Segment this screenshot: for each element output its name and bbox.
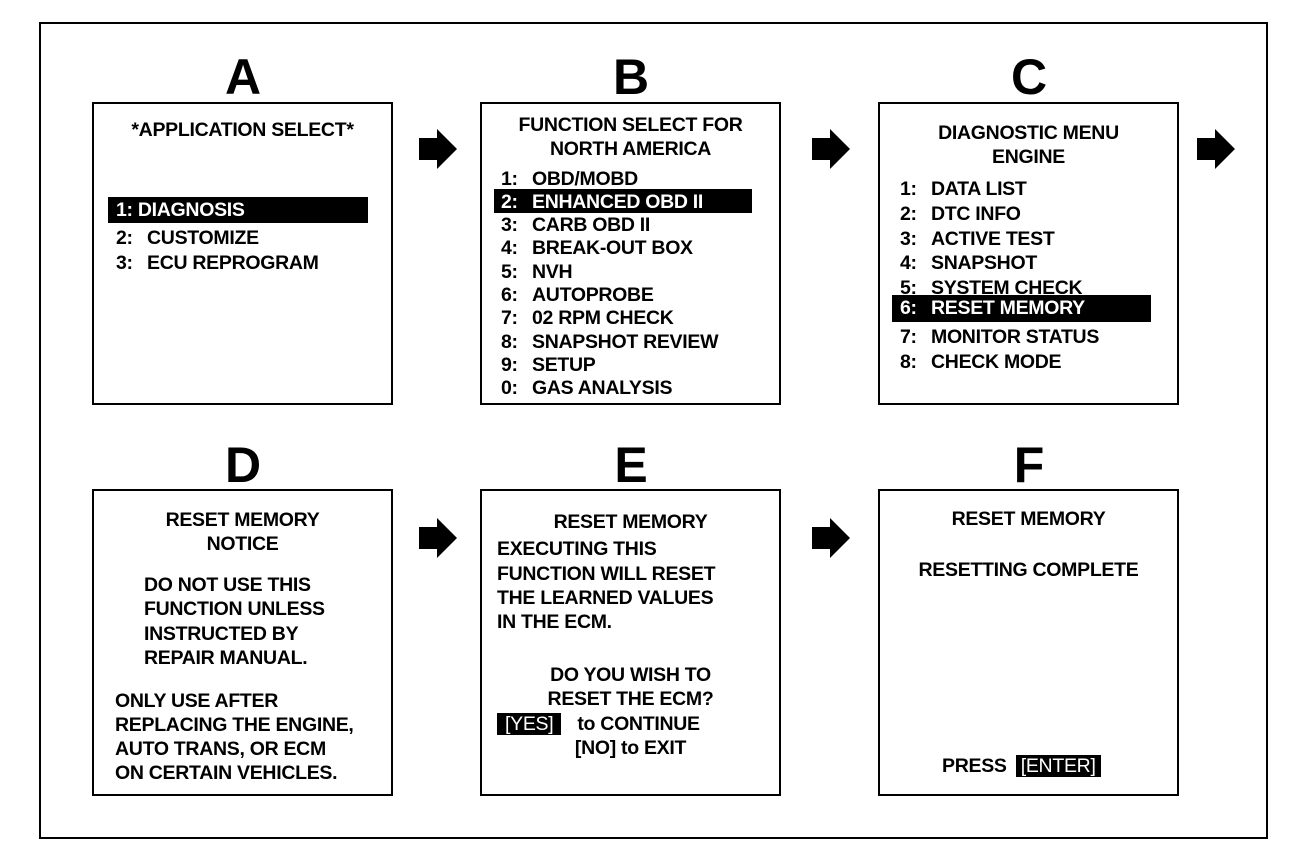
screen-application-select: *APPLICATION SELECT* 1: DIAGNOSIS 2:CUST… [92,102,393,405]
menu-item[interactable]: 6:AUTOPROBE [501,284,654,306]
question-line: RESET THE ECM? [547,688,714,710]
body-line: THE LEARNED VALUES [497,587,714,609]
screen-reset-confirm: RESET MEMORY EXECUTING THIS FUNCTION WIL… [480,489,781,796]
menu-item[interactable]: 4:BREAK-OUT BOX [501,237,693,259]
right-arrow-icon [812,518,850,558]
notice-line: FUNCTION UNLESS [144,598,325,620]
screen-title: RESET MEMORY [951,508,1106,530]
notice-line: DO NOT USE THIS [144,574,311,596]
note-line: ON CERTAIN VEHICLES. [115,762,338,784]
menu-item-selected[interactable]: 6:RESET MEMORY [900,297,1085,319]
menu-item-ecu-reprogram[interactable]: 3:ECU REPROGRAM [116,252,319,274]
note-line: ONLY USE AFTER [115,690,279,712]
menu-item[interactable]: 0:GAS ANALYSIS [501,377,673,399]
screen-title-line: NORTH AMERICA [549,138,712,160]
panel-letter-d: D [224,437,262,493]
panel-letter-c: C [1010,49,1048,105]
notice-line: REPAIR MANUAL. [144,647,308,669]
selection-highlight [892,295,1151,322]
menu-item-selected[interactable]: 2:ENHANCED OBD II [501,191,704,213]
screen-diagnostic-menu: DIAGNOSTIC MENU ENGINE 1:DATA LIST 2:DTC… [878,102,1179,405]
menu-item[interactable]: 7:02 RPM CHECK [501,307,674,329]
note-line: REPLACING THE ENGINE, [115,714,354,736]
note-line: AUTO TRANS, OR ECM [115,738,326,760]
yes-option[interactable]: [YES]to CONTINUE [497,713,700,735]
no-option[interactable]: [NO] to EXIT [574,737,687,759]
screen-title-line: ENGINE [992,146,1065,168]
right-arrow-icon [419,518,457,558]
right-arrow-icon [1197,129,1235,169]
menu-item[interactable]: 3:CARB OBD II [501,214,651,236]
screen-title-line: RESET MEMORY [165,509,320,531]
question-line: DO YOU WISH TO [550,664,711,686]
screen-reset-complete: RESET MEMORY RESETTING COMPLETE PRESS [E… [878,489,1179,796]
status-text: RESETTING COMPLETE [918,559,1139,581]
menu-item[interactable]: 1:DATA LIST [900,178,1027,200]
menu-item[interactable]: 7:MONITOR STATUS [900,326,1100,348]
screen-function-select: FUNCTION SELECT FOR NORTH AMERICA 1:OBD/… [480,102,781,405]
enter-key[interactable]: [ENTER] [1015,755,1101,777]
menu-item-diagnosis[interactable]: 1: DIAGNOSIS [116,199,245,221]
press-enter-prompt: PRESS [ENTER] [942,755,1101,777]
menu-item[interactable]: 1:OBD/MOBD [501,168,638,190]
menu-item[interactable]: 2:DTC INFO [900,203,1021,225]
selection-highlight [494,189,752,213]
notice-line: INSTRUCTED BY [144,623,299,645]
body-line: IN THE ECM. [497,611,612,633]
menu-item[interactable]: 9:SETUP [501,354,596,376]
body-line: FUNCTION WILL RESET [497,563,716,585]
screen-title-line: DIAGNOSTIC MENU [938,122,1119,144]
panel-letter-b: B [612,49,650,105]
menu-item[interactable]: 8:SNAPSHOT REVIEW [501,331,719,353]
menu-item[interactable]: 5:NVH [501,261,573,283]
menu-item-customize[interactable]: 2:CUSTOMIZE [116,227,259,249]
screen-title-line: FUNCTION SELECT FOR [518,114,743,136]
body-line: EXECUTING THIS [497,538,657,560]
menu-item[interactable]: 8:CHECK MODE [900,351,1062,373]
menu-item[interactable]: 4:SNAPSHOT [900,252,1037,274]
panel-letter-f: F [1013,437,1045,493]
selection-highlight [108,197,368,223]
panel-letter-e: E [614,437,648,493]
menu-item[interactable]: 5:SYSTEM CHECK [900,277,1083,299]
menu-item[interactable]: 3:ACTIVE TEST [900,228,1055,250]
screen-title-line: NOTICE [206,533,279,555]
diagram-frame [39,22,1268,839]
panel-letter-a: A [224,49,262,105]
screen-title: RESET MEMORY [553,511,708,533]
screen-title: *APPLICATION SELECT* [131,119,354,141]
screen-reset-memory-notice: RESET MEMORY NOTICE DO NOT USE THIS FUNC… [92,489,393,796]
right-arrow-icon [419,129,457,169]
right-arrow-icon [812,129,850,169]
yes-key[interactable]: [YES] [497,713,562,735]
